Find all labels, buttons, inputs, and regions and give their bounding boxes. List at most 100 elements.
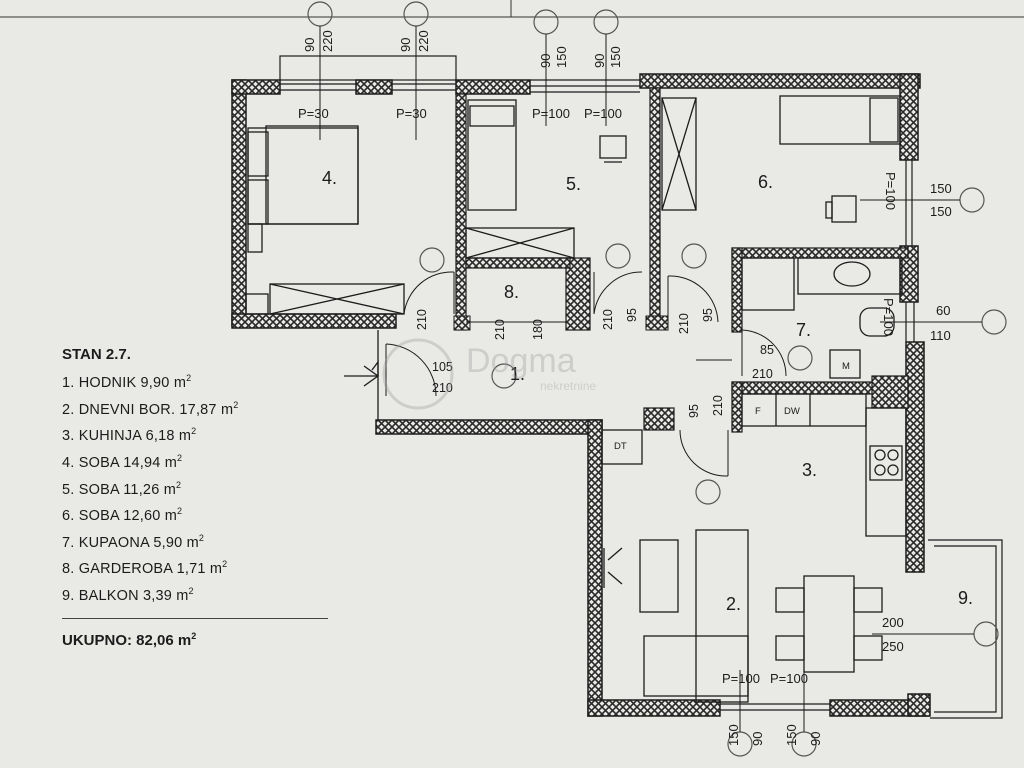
apartment-title: STAN 2.7. [62,346,131,363]
window-width: 90 [398,38,413,52]
door-dimension: 105 [432,360,453,374]
room-number: 5. [566,174,581,194]
window-dimensions: 90 220 90 220 90 150 90 150 [302,30,623,68]
window-width: 200 [882,615,904,630]
doors [385,271,787,477]
washer-label: M [842,361,850,372]
room-number: 7. [796,320,811,340]
parapet-labels: P=30 P=30 P=100 P=100 P=100 P=100 P=100 … [298,106,898,686]
window-height: 90 [808,732,823,746]
watermark-subtext: nekretnine [540,379,596,393]
area-unit: m [173,374,187,391]
area-unit: m [164,454,178,471]
door-dimension: 85 [760,343,774,357]
area-unit-power: 2 [177,452,183,463]
room-item: 8. GARDEROBA 1,71 m2 [62,554,332,581]
room-item: 5. SOBA 11,26 m2 [62,475,332,502]
room-label: 8. GARDEROBA 1,71 [62,561,206,578]
furniture [245,95,907,703]
watermark: Dogma nekretnine [382,338,596,410]
door-dimension: 210 [493,319,507,340]
room-number: 6. [758,172,773,192]
window-width: 150 [726,724,741,746]
window-height: 220 [320,30,335,52]
exterior-walls [231,73,931,717]
room-number: 8. [504,282,519,302]
room-number: 3. [802,460,817,480]
door-dimension: 210 [415,309,429,330]
room-number: 9. [958,588,973,608]
window-width: 90 [538,54,553,68]
parapet-label: P=100 [881,298,896,336]
room-item: 4. SOBA 14,94 m2 [62,448,332,475]
total-unit-power: 2 [191,630,197,641]
parapet-label: P=30 [396,106,427,121]
door-dimension: 210 [752,367,773,381]
area-unit: m [186,534,199,551]
door-dimension: 95 [687,404,701,418]
area-unit: m [178,428,192,445]
room-label: 1. HODNIK 9,90 [62,374,170,391]
room-label: 4. SOBA 14,94 [62,454,161,471]
parapet-label: P=100 [532,106,570,121]
window-height: 110 [930,328,951,343]
window-width: 90 [302,38,317,52]
legend-divider [62,617,328,619]
dryer-label: DT [614,441,627,452]
door-dimension: 95 [625,308,639,322]
window-width: 150 [930,181,952,196]
area-unit-power: 2 [175,479,182,490]
parapet-label: P=100 [770,671,808,686]
room-item: 7. KUPAONA 5,90 m2 [62,528,332,555]
window-width: 150 [784,724,799,746]
area-unit-power: 2 [233,399,239,410]
area-unit-power: 2 [191,426,197,437]
area-unit-power: 2 [188,586,194,596]
total-label: UKUPNO: [62,631,132,649]
room-item: 9. BALKON 3,39 m2 [62,581,332,608]
room-legend: STAN 2.7. 1. HODNIK 9,90 m2 2. DNEVNI BO… [62,346,332,649]
door-dimensions: 210 210 180 210 95 210 95 105 210 85 210… [415,308,774,418]
room-item: 1. HODNIK 9,90 m2 [62,368,332,395]
area-unit-power: 2 [198,532,205,543]
area-unit-power: 2 [186,373,192,383]
door-dimension: 210 [601,309,615,330]
appliance-labels: F DW DT M [614,361,850,452]
area-unit: m [164,507,178,524]
room-item: 6. SOBA 12,60 m2 [62,501,332,528]
area-unit: m [176,587,189,604]
parapet-label: P=100 [584,106,622,121]
door-dimension: 210 [432,381,453,395]
total-value: 82,06 [136,631,174,649]
room-item: 2. DNEVNI BOR. 17,87 m2 [62,395,332,422]
room-numbers: 4. 5. 6. 8. 7. 1. 3. 2. 9. [322,168,973,614]
window-width: 90 [592,54,607,68]
area-unit-power: 2 [177,506,183,517]
total-area: UKUPNO: 82,06 m2 [62,631,332,649]
side-window-dimensions: 150 150 60 110 200 250 150 90 150 90 [726,181,952,746]
room-number: 2. [726,594,741,614]
room-list: 1. HODNIK 9,90 m2 2. DNEVNI BOR. 17,87 m… [62,368,332,608]
area-unit: m [220,401,234,418]
windows [279,55,1003,719]
window-height: 90 [750,732,765,746]
watermark-text: Dogma [466,342,576,380]
parapet-label: P=30 [298,106,329,121]
parapet-label: P=100 [883,172,898,210]
window-height: 150 [554,46,569,68]
room-item: 3. KUHINJA 6,18 m2 [62,421,332,448]
room-label: 7. KUPAONA 5,90 [62,534,183,551]
room-number: 1. [510,364,525,384]
area-unit: m [209,561,223,578]
room-label: 3. KUHINJA 6,18 [62,428,175,445]
room-label: 6. SOBA 12,60 [62,507,161,524]
door-dimension: 210 [711,395,725,416]
window-height: 150 [930,204,952,219]
door-dimension: 180 [531,319,545,340]
fridge-label: F [755,406,761,417]
axis-lines [319,26,982,732]
window-height: 220 [416,30,431,52]
area-unit-power: 2 [222,559,228,570]
window-height: 150 [608,46,623,68]
